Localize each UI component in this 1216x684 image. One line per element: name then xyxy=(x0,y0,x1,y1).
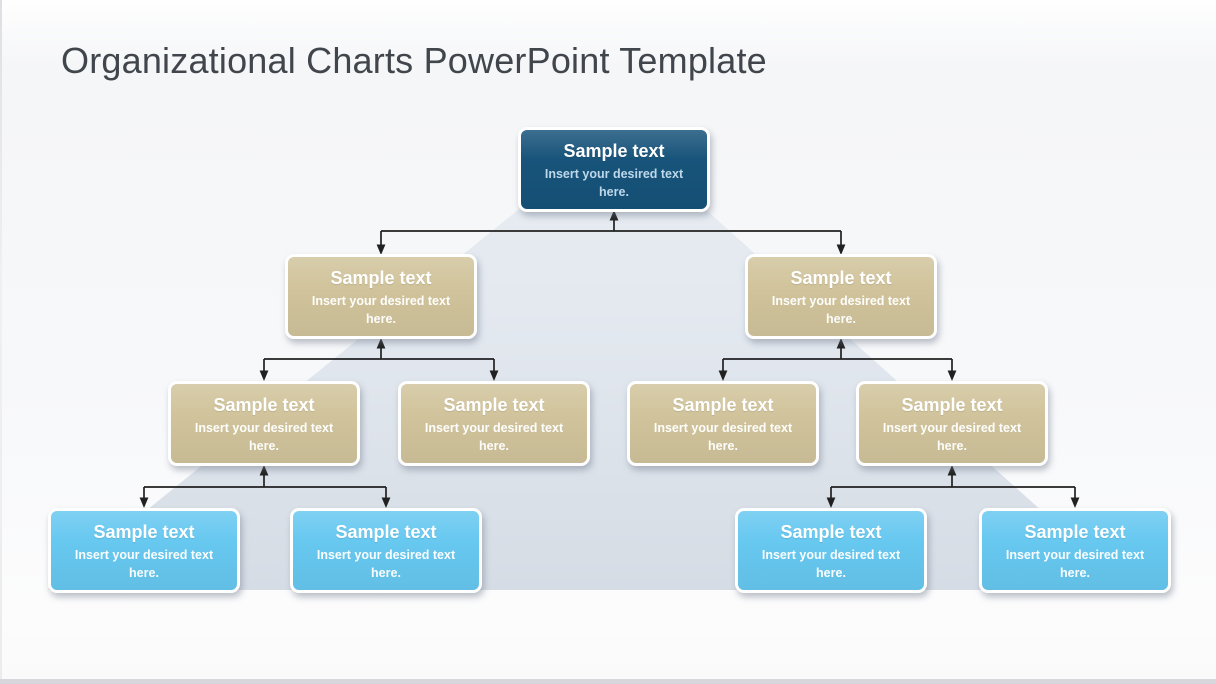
node-title: Sample text xyxy=(901,395,1003,415)
connector-arrowheads xyxy=(139,210,1080,508)
org-node-level-4-4: Sample text Insert your desired text her… xyxy=(979,508,1171,593)
node-body: Insert your desired text here. xyxy=(74,548,214,580)
org-node-level-3-1: Sample text Insert your desired text her… xyxy=(168,381,360,466)
node-body: Insert your desired text here. xyxy=(761,548,901,580)
node-body: Insert your desired text here. xyxy=(311,294,451,326)
slide-left-edge xyxy=(0,0,2,684)
node-title: Sample text xyxy=(335,522,437,542)
arrow-down-icon xyxy=(259,370,269,381)
node-title: Sample text xyxy=(1024,522,1126,542)
arrow-up-icon xyxy=(376,338,386,349)
org-node-level-2-right: Sample text Insert your desired text her… xyxy=(745,254,937,339)
arrow-up-icon xyxy=(609,210,619,221)
org-node-level-4-1: Sample text Insert your desired text her… xyxy=(48,508,240,593)
arrow-down-icon xyxy=(826,497,836,508)
org-node-level-4-2: Sample text Insert your desired text her… xyxy=(290,508,482,593)
org-node-level-1: Sample text Insert your desired text her… xyxy=(518,127,710,212)
arrow-down-icon xyxy=(139,497,149,508)
arrow-down-icon xyxy=(1070,497,1080,508)
node-body: Insert your desired text here. xyxy=(194,421,334,453)
org-node-level-3-4: Sample text Insert your desired text her… xyxy=(856,381,1048,466)
connector-l1-to-l2 xyxy=(380,220,842,246)
node-body: Insert your desired text here. xyxy=(316,548,456,580)
arrow-down-icon xyxy=(381,497,391,508)
connector-l3-4-to-l4 xyxy=(830,475,1076,500)
node-body: Insert your desired text here. xyxy=(1005,548,1145,580)
node-title: Sample text xyxy=(790,268,892,288)
connector-l2right-to-l3 xyxy=(722,348,953,373)
arrow-down-icon xyxy=(489,370,499,381)
org-node-level-3-2: Sample text Insert your desired text her… xyxy=(398,381,590,466)
node-title: Sample text xyxy=(93,522,195,542)
node-body: Insert your desired text here. xyxy=(882,421,1022,453)
arrow-down-icon xyxy=(718,370,728,381)
arrow-up-icon xyxy=(259,465,269,476)
node-body: Insert your desired text here. xyxy=(544,167,684,199)
node-title: Sample text xyxy=(780,522,882,542)
slide-bottom-edge xyxy=(0,679,1216,684)
arrow-down-icon xyxy=(947,370,957,381)
arrow-up-icon xyxy=(836,338,846,349)
node-body: Insert your desired text here. xyxy=(424,421,564,453)
node-title: Sample text xyxy=(213,395,315,415)
arrow-down-icon xyxy=(836,244,846,255)
arrow-up-icon xyxy=(947,465,957,476)
org-node-level-4-3: Sample text Insert your desired text her… xyxy=(735,508,927,593)
node-body: Insert your desired text here. xyxy=(653,421,793,453)
node-title: Sample text xyxy=(330,268,432,288)
org-node-level-3-3: Sample text Insert your desired text her… xyxy=(627,381,819,466)
node-title: Sample text xyxy=(563,141,665,161)
node-title: Sample text xyxy=(443,395,545,415)
slide-title: Organizational Charts PowerPoint Templat… xyxy=(61,40,767,81)
connector-l3-1-to-l4 xyxy=(143,475,387,500)
connector-l2left-to-l3 xyxy=(263,348,495,373)
connector-lines xyxy=(143,220,1076,500)
node-body: Insert your desired text here. xyxy=(771,294,911,326)
org-node-level-2-left: Sample text Insert your desired text her… xyxy=(285,254,477,339)
node-title: Sample text xyxy=(672,395,774,415)
arrow-down-icon xyxy=(376,244,386,255)
